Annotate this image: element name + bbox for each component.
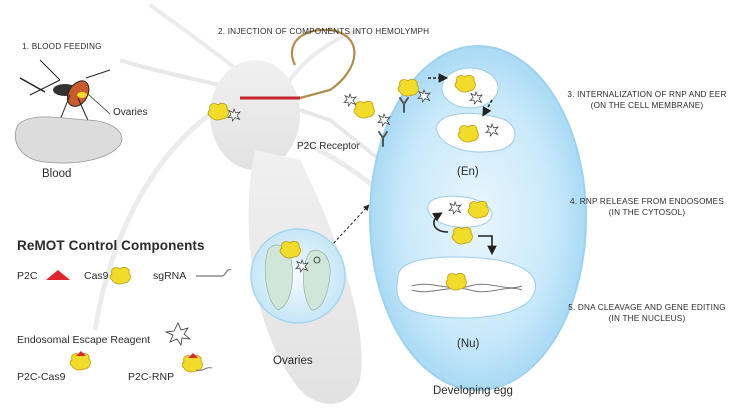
ovaries-zoom — [250, 228, 346, 324]
step-4-sublabel: (IN THE CYTOSOL) — [608, 208, 686, 217]
p2c-triangle-icon — [46, 270, 70, 280]
step-3-sublabel: (ON THE CELL MEMBRANE) — [590, 101, 704, 110]
released-cas9-icon — [451, 226, 473, 245]
p2c-rnp-icon — [397, 78, 419, 97]
endosome-uptake — [441, 67, 499, 109]
sgrna-icon — [196, 269, 232, 277]
step-1-label: 1. BLOOD FEEDING — [22, 42, 102, 51]
legend-eer: Endosomal Escape Reagent — [17, 334, 151, 346]
p2c-cas9-icon — [69, 351, 91, 371]
p2c-receptor-label: P2C Receptor — [297, 141, 360, 152]
ovaries-mosquito-label: Ovaries — [113, 107, 148, 118]
ovaries-zoom-label: Ovaries — [273, 355, 313, 367]
endosome-label: (En) — [457, 166, 479, 178]
legend-p2c-rnp: P2C-RNP — [128, 371, 175, 383]
blood-label: Blood — [42, 168, 72, 180]
step-5-label: 5. DNA CLEAVAGE AND GENE EDITING — [568, 303, 726, 312]
endosomal-release — [427, 195, 493, 228]
step-3-label: 3. INTERNALIZATION OF RNP AND EER — [567, 90, 727, 99]
step-4-label: 4. RNP RELEASE FROM ENDOSOMES — [570, 197, 724, 206]
legend-p2c: P2C — [17, 270, 38, 282]
endosome-en — [435, 112, 516, 153]
nucleus-nu — [396, 256, 536, 319]
eer-legend-icon — [164, 322, 192, 347]
eer-icon — [343, 93, 357, 107]
blood-feeding-mosquito — [19, 59, 111, 126]
legend-title: ReMOT Control Components — [17, 238, 205, 253]
legend-cas9: Cas9 — [84, 270, 109, 282]
legend-p2c-cas9: P2C-Cas9 — [17, 371, 66, 383]
injected-cas9-icon — [207, 102, 229, 121]
cas9-icon — [109, 266, 131, 285]
legend-sgrna: sgRNA — [153, 270, 187, 282]
step-5-sublabel: (IN THE NUCLEUS) — [608, 314, 686, 323]
nucleus-label: (Nu) — [457, 338, 480, 350]
nuclear-entry-arrow — [478, 235, 497, 256]
p2c-rnp-legend-icon — [181, 353, 213, 373]
blood-bag — [14, 116, 123, 164]
step-2-label: 2. INJECTION OF COMPONENTS INTO HEMOLYMP… — [218, 27, 430, 36]
injection-needle — [240, 28, 356, 100]
p2c-rnp-icon — [353, 100, 375, 119]
release-arrow — [432, 212, 449, 233]
endocytosis-arrow — [482, 99, 493, 117]
developing-egg-label: Developing egg — [433, 385, 513, 397]
